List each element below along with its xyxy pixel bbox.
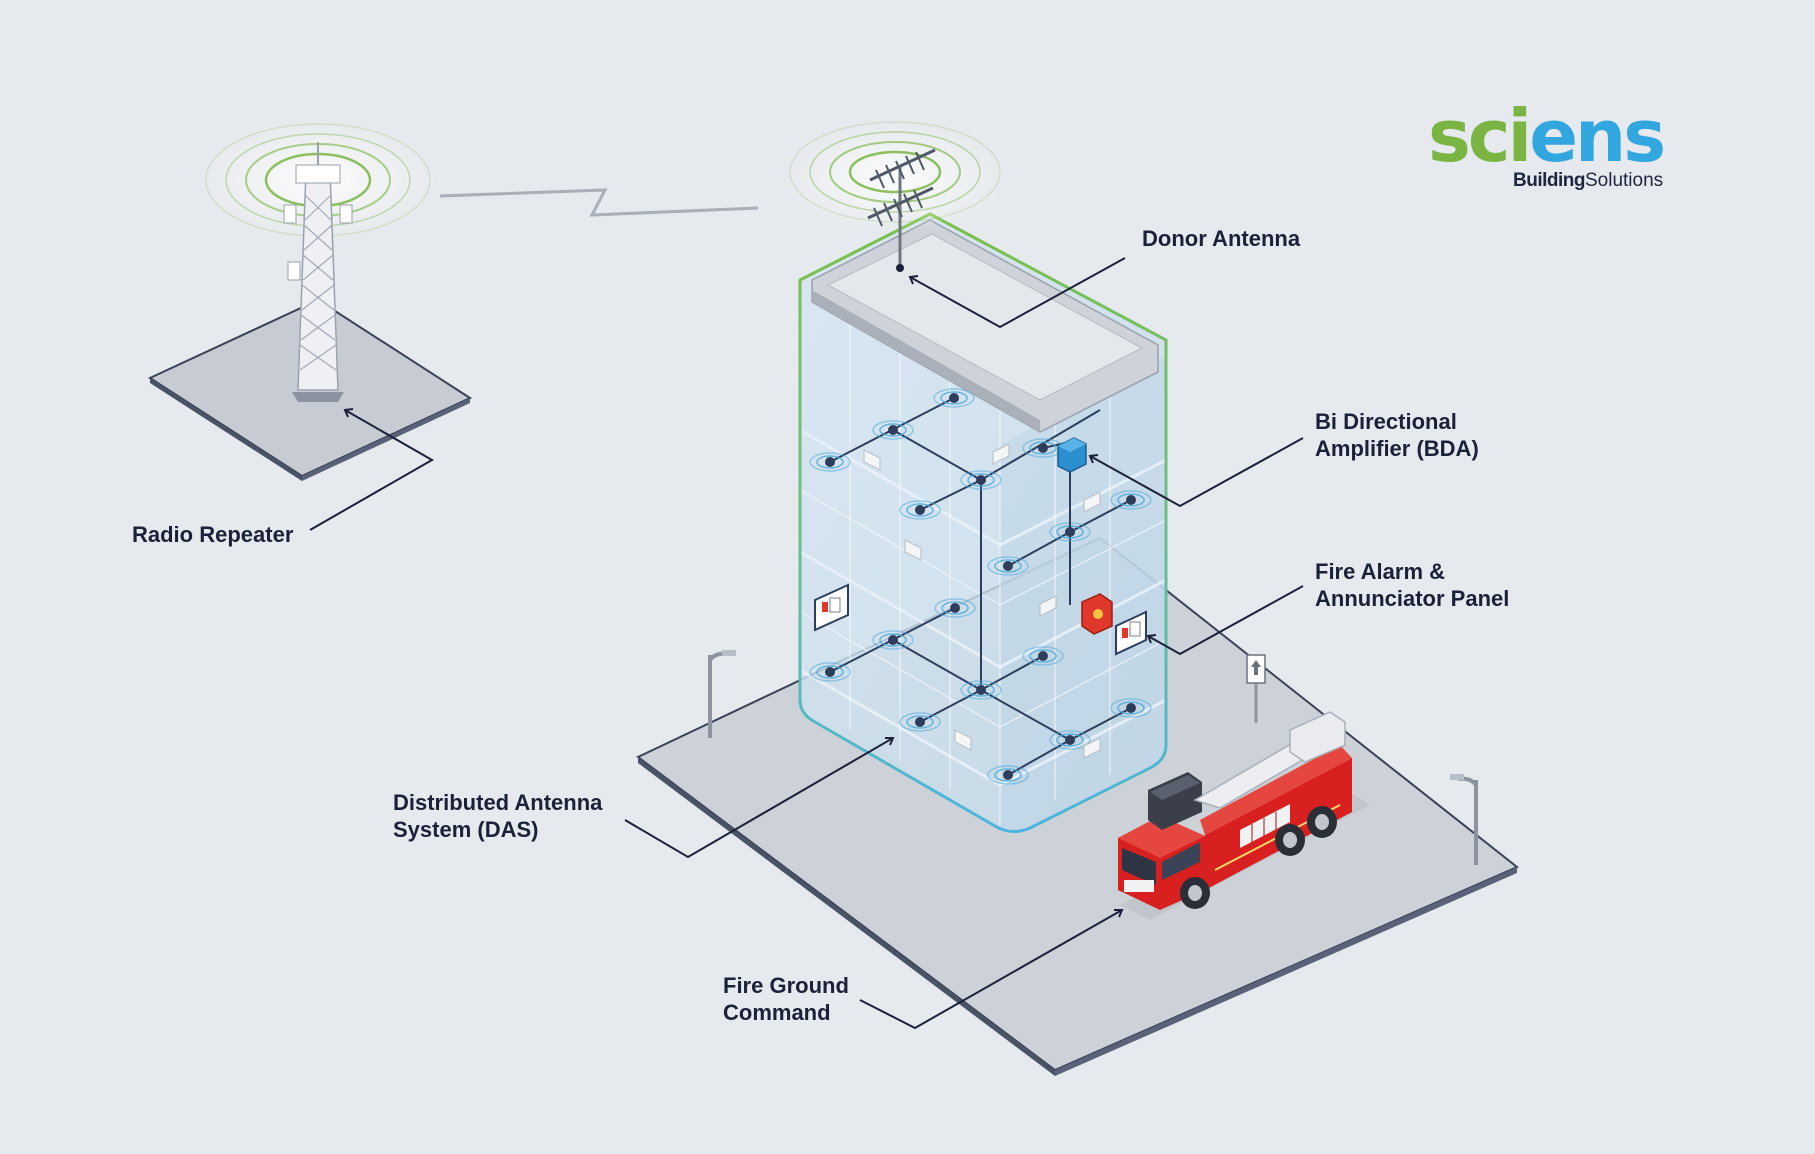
leader-donor-antenna	[908, 257, 1126, 329]
leader-radio-repeater	[309, 408, 435, 531]
logo-tagline-bold: Building	[1513, 170, 1585, 191]
label-fire-alarm: Fire Alarm & Annunciator Panel	[1315, 558, 1509, 612]
label-text: Radio Repeater	[132, 522, 294, 547]
logo-word-part: sci	[1428, 94, 1532, 178]
leader-bda	[1088, 437, 1304, 508]
das-node	[1049, 730, 1091, 750]
das-node	[1022, 438, 1064, 458]
das-node	[987, 765, 1029, 785]
label-line: Command	[723, 1000, 831, 1025]
das-node	[899, 712, 941, 732]
das-node	[1022, 646, 1064, 666]
label-donor-antenna: Donor Antenna	[1142, 225, 1300, 252]
logo-tagline: BuildingSolutions	[1513, 170, 1663, 192]
building	[798, 212, 1168, 833]
sciens-logo: sciens BuildingSolutions	[1428, 98, 1678, 198]
das-node	[933, 388, 975, 408]
street-lamp	[1450, 774, 1478, 865]
label-das: Distributed Antenna System (DAS)	[393, 789, 602, 843]
das-node	[872, 420, 914, 440]
label-line: Bi Directional	[1315, 409, 1457, 434]
bda-unit	[1057, 437, 1087, 532]
das-node	[809, 662, 851, 682]
das-node	[987, 556, 1029, 576]
street-sign	[1246, 654, 1266, 723]
das-node	[934, 598, 976, 618]
leader-das	[624, 737, 895, 859]
label-text: Donor Antenna	[1142, 226, 1301, 251]
label-radio-repeater: Radio Repeater	[132, 521, 293, 548]
label-line: Fire Ground	[723, 973, 849, 998]
fire-truck	[1118, 711, 1370, 920]
logo-word-part: ens	[1529, 94, 1666, 178]
das-node	[960, 470, 1002, 490]
leader-fire-alarm	[1146, 585, 1304, 656]
donor-antenna	[785, 121, 1005, 272]
truck-wheels	[1180, 806, 1337, 909]
das-node	[960, 680, 1002, 700]
das-node	[872, 630, 914, 650]
label-line: System (DAS)	[393, 817, 539, 842]
label-bda: Bi Directional Amplifier (BDA)	[1315, 408, 1479, 462]
das-node	[899, 500, 941, 520]
label-line: Fire Alarm &	[1315, 559, 1446, 584]
fire-alarm-panel	[1069, 590, 1147, 656]
label-line: Distributed Antenna	[393, 790, 603, 815]
annunciator-panel	[814, 583, 849, 632]
wireless-link-line	[439, 188, 759, 217]
logo-tagline-regular: Solutions	[1584, 170, 1664, 191]
leader-lines	[309, 257, 1304, 1030]
das-node	[809, 452, 851, 472]
leader-fire-ground	[859, 909, 1124, 1030]
label-line: Amplifier (BDA)	[1315, 436, 1479, 461]
label-fire-ground: Fire Ground Command	[723, 972, 849, 1026]
wall-panels	[863, 443, 1101, 759]
das-node	[1110, 490, 1152, 510]
logo-wordmark: sciens	[1428, 98, 1666, 174]
street-lamp	[708, 650, 736, 738]
das-node	[1110, 698, 1152, 718]
label-line: Annunciator Panel	[1315, 586, 1510, 611]
radio-repeater-tower	[198, 120, 438, 402]
